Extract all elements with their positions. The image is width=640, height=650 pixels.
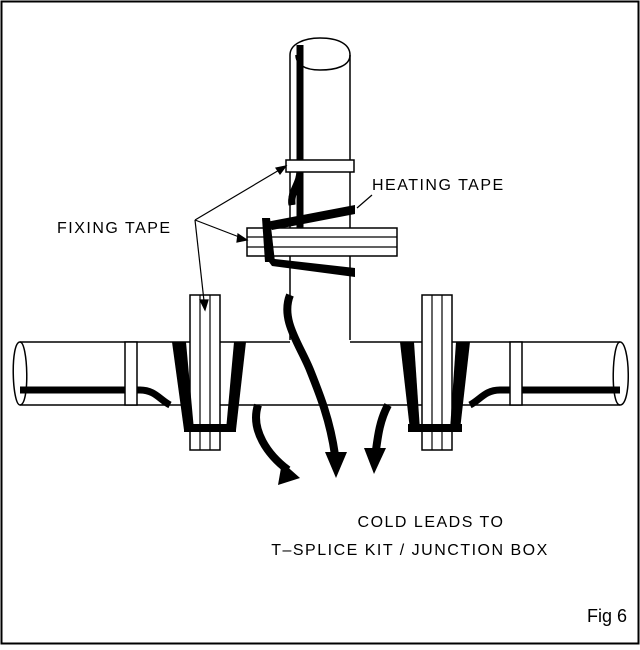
fixing-tape-leaders: [194, 165, 288, 312]
heating-cable-right: [468, 386, 620, 409]
cold-lead-center: [283, 293, 339, 456]
fixing-band-left: [124, 341, 138, 406]
figure-number: Fig 6: [587, 606, 627, 626]
cold-lead-left: [252, 403, 291, 474]
fixing-band-right: [509, 341, 523, 406]
vertical-flange: [246, 205, 398, 277]
cold-leads-label-line1: COLD LEADS TO: [358, 514, 505, 531]
fixing-tape-label: FIXING TAPE: [57, 220, 172, 237]
heating-tape-label: HEATING TAPE: [372, 177, 505, 194]
heating-tape-leader: [356, 194, 373, 209]
right-flange: [400, 294, 470, 451]
cold-lead-right: [372, 403, 392, 451]
fixing-band-vertical: [285, 159, 355, 173]
left-flange: [172, 294, 246, 451]
heating-cable-left: [20, 386, 172, 409]
cold-leads-label-line2: T–SPLICE KIT / JUNCTION BOX: [271, 542, 549, 559]
